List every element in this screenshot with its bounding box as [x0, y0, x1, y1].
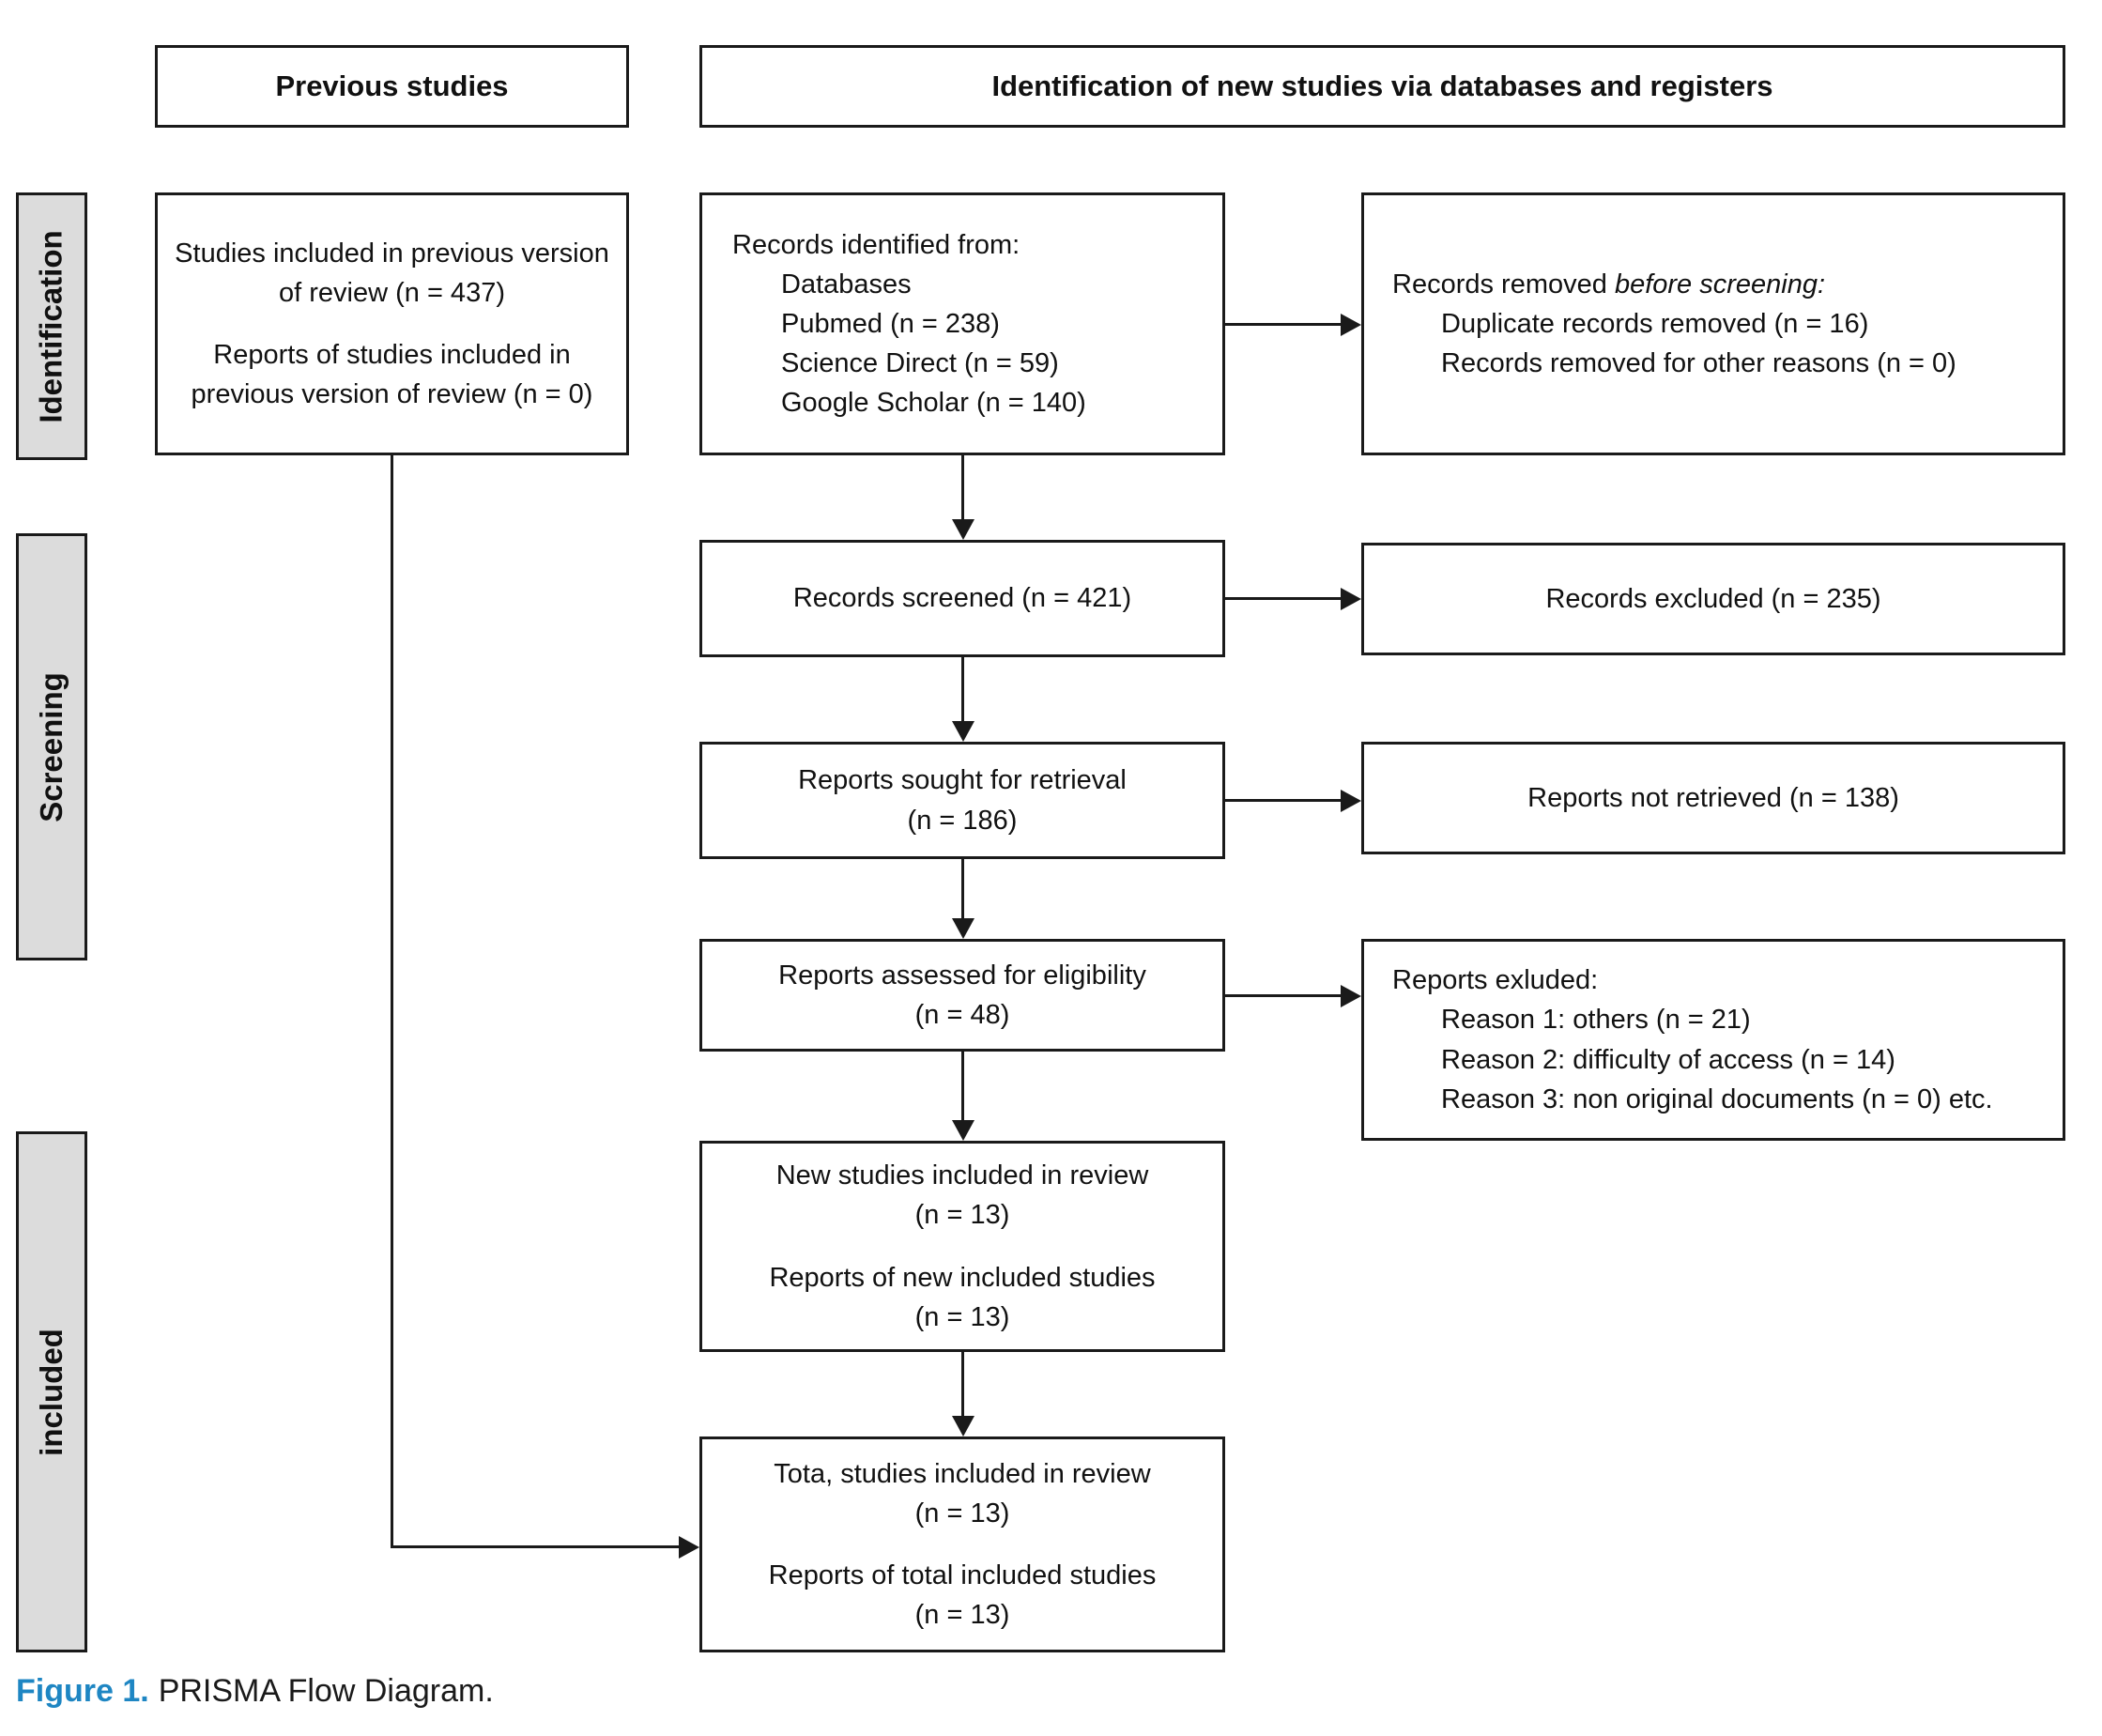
- box-reports-not-retrieved: Reports not retrieved (n = 138): [1361, 742, 2065, 854]
- records-removed-title: Records removed before screening:: [1392, 265, 2046, 304]
- box-previous-studies-included: Studies included in previous version of …: [155, 192, 629, 455]
- records-identified-title: Records identified from:: [732, 229, 1020, 260]
- box-reports-sought: Reports sought for retrieval (n = 186): [699, 742, 1225, 859]
- arrow-identified-to-removed-head: [1341, 314, 1361, 336]
- records-screened-label: Records screened (n = 421): [792, 583, 1132, 614]
- header-identification-new-studies-label: Identification of new studies via databa…: [991, 69, 1773, 102]
- figure-caption-label: Figure 1.: [16, 1673, 149, 1709]
- arrow-assessed-to-reports-excluded-head: [1341, 985, 1361, 1007]
- records-excluded-label: Records excluded (n = 235): [1545, 583, 1881, 614]
- arrow-assessed-to-reports-excluded-line: [1225, 994, 1343, 997]
- connector-previous-to-total-vertical: [391, 455, 393, 1547]
- new-studies-para2-line2: (n = 13): [914, 1301, 1010, 1332]
- figure-caption-text: PRISMA Flow Diagram.: [158, 1673, 494, 1709]
- sidebar-phase-identification: Identification: [16, 192, 87, 460]
- previous-studies-para2: Reports of studies included in previous …: [191, 340, 593, 410]
- reports-sought-line2: (n = 186): [907, 805, 1018, 836]
- records-identified-item: Science Direct (n = 59): [781, 348, 1059, 379]
- total-studies-para1-line1: Tota, studies included in review: [774, 1458, 1151, 1489]
- new-studies-para2: Reports of new included studies (n = 13): [769, 1258, 1155, 1337]
- records-removed-item: Duplicate records removed (n = 16): [1441, 308, 1869, 339]
- figure-caption: Figure 1.PRISMA Flow Diagram.: [16, 1673, 494, 1710]
- arrow-screened-to-sought-line: [961, 657, 964, 721]
- reports-excluded-item: Reason 2: difficulty of access (n = 14): [1441, 1044, 1895, 1075]
- total-studies-para1: Tota, studies included in review (n = 13…: [774, 1454, 1150, 1533]
- arrow-new-to-total-head: [952, 1416, 974, 1436]
- box-records-removed: Records removed before screening: Duplic…: [1361, 192, 2065, 455]
- sidebar-phase-identification-label: Identification: [34, 229, 69, 423]
- arrow-sought-to-not-retrieved-head: [1341, 790, 1361, 812]
- box-new-studies-included: New studies included in review (n = 13) …: [699, 1141, 1225, 1352]
- box-records-screened: Records screened (n = 421): [699, 540, 1225, 657]
- connector-previous-to-total-horizontal: [391, 1545, 679, 1548]
- header-previous-studies: Previous studies: [155, 45, 629, 128]
- arrow-sought-to-not-retrieved-line: [1225, 799, 1343, 802]
- box-total-studies-included: Tota, studies included in review (n = 13…: [699, 1436, 1225, 1652]
- sidebar-phase-screening: Screening: [16, 533, 87, 960]
- box-reports-assessed: Reports assessed for eligibility (n = 48…: [699, 939, 1225, 1052]
- records-identified-item: Pubmed (n = 238): [781, 308, 1000, 339]
- arrow-screened-to-excluded-head: [1341, 588, 1361, 610]
- new-studies-para1-line1: New studies included in review: [775, 1160, 1149, 1191]
- total-studies-para2: Reports of total included studies (n = 1…: [769, 1556, 1157, 1635]
- reports-excluded-item: Reason 3: non original documents (n = 0)…: [1441, 1083, 1993, 1114]
- records-identified-item: Databases: [781, 269, 912, 300]
- records-removed-prefix: Records removed: [1392, 269, 1615, 300]
- reports-excluded-item: Reason 1: others (n = 21): [1441, 1005, 1751, 1036]
- sidebar-phase-screening-label: Screening: [34, 671, 69, 822]
- records-identified-item: Google Scholar (n = 140): [781, 388, 1086, 419]
- header-identification-new-studies: Identification of new studies via databa…: [699, 45, 2065, 128]
- arrow-screened-to-excluded-line: [1225, 597, 1343, 600]
- arrow-identified-to-removed-line: [1225, 323, 1343, 326]
- arrow-identified-to-screened-line: [961, 455, 964, 519]
- box-records-excluded: Records excluded (n = 235): [1361, 543, 2065, 655]
- connector-previous-to-total-head: [679, 1536, 699, 1559]
- arrow-screened-to-sought-head: [952, 721, 974, 742]
- reports-excluded-title: Reports exluded:: [1392, 965, 1599, 996]
- arrow-assessed-to-new-head: [952, 1120, 974, 1141]
- box-records-identified: Records identified from: Databases Pubme…: [699, 192, 1225, 455]
- total-studies-para2-line2: (n = 13): [914, 1600, 1010, 1631]
- arrow-assessed-to-new-line: [961, 1052, 964, 1120]
- previous-studies-para1: Studies included in previous version of …: [175, 238, 609, 308]
- arrow-new-to-total-line: [961, 1352, 964, 1416]
- total-studies-para2-line1: Reports of total included studies: [768, 1560, 1157, 1590]
- new-studies-para2-line1: Reports of new included studies: [769, 1262, 1156, 1293]
- sidebar-phase-included: included: [16, 1131, 87, 1652]
- arrow-sought-to-assessed-line: [961, 859, 964, 918]
- reports-sought-line1: Reports sought for retrieval: [798, 765, 1127, 796]
- records-removed-item: Records removed for other reasons (n = 0…: [1441, 348, 1956, 379]
- box-reports-excluded: Reports exluded: Reason 1: others (n = 2…: [1361, 939, 2065, 1141]
- total-studies-para1-line2: (n = 13): [914, 1498, 1010, 1529]
- arrow-identified-to-screened-head: [952, 519, 974, 540]
- records-removed-italic: before screening:: [1614, 269, 1826, 300]
- new-studies-para1-line2: (n = 13): [914, 1200, 1010, 1231]
- header-previous-studies-label: Previous studies: [275, 69, 509, 102]
- sidebar-phase-included-label: included: [34, 1328, 69, 1456]
- new-studies-para1: New studies included in review (n = 13): [776, 1156, 1149, 1235]
- reports-not-retrieved-label: Reports not retrieved (n = 138): [1527, 782, 1899, 813]
- arrow-sought-to-assessed-head: [952, 918, 974, 939]
- reports-assessed-line1: Reports assessed for eligibility: [778, 960, 1146, 991]
- reports-assessed-line2: (n = 48): [914, 1000, 1010, 1030]
